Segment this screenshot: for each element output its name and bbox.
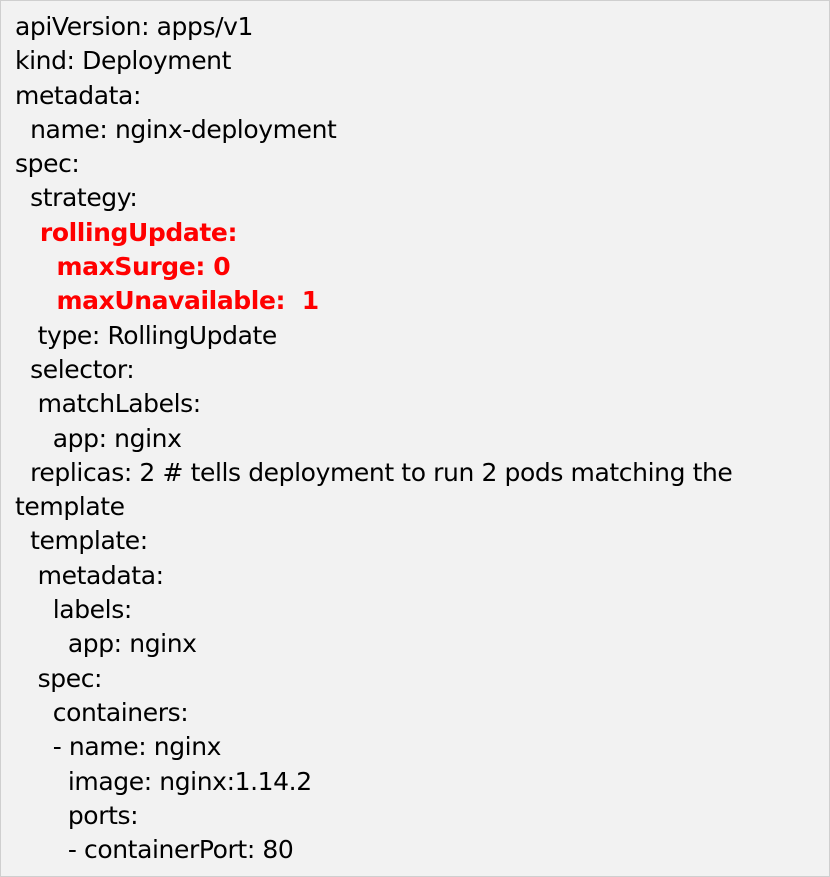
code-line-ports: ports:	[15, 800, 139, 830]
code-line-labels-app: app: nginx	[15, 629, 197, 659]
code-line-match-labels: matchLabels:	[15, 389, 202, 419]
code-line-container-image: image: nginx:1.14.2	[15, 766, 312, 796]
code-line-selector: selector:	[15, 354, 135, 384]
code-line-kind: kind: Deployment	[15, 46, 232, 76]
code-line-strategy: strategy:	[15, 183, 138, 213]
code-line-strategy-type: type: RollingUpdate	[15, 320, 278, 350]
code-line-template-metadata: metadata:	[15, 560, 164, 590]
code-line-replicas: replicas: 2 # tells deployment to run 2 …	[15, 457, 733, 487]
code-line-selector-app: app: nginx	[15, 423, 182, 453]
code-line-spec: spec:	[15, 149, 80, 179]
code-line-name: name: nginx-deployment	[15, 114, 337, 144]
code-line-max-surge-highlight: maxSurge: 0	[15, 252, 231, 282]
code-line-metadata: metadata:	[15, 80, 141, 110]
code-line-container-name: - name: nginx	[15, 732, 222, 762]
code-line-api-version: apiVersion: apps/v1	[15, 12, 254, 41]
code-line-labels: labels:	[15, 595, 133, 625]
code-line-rolling-update-highlight: rollingUpdate:	[15, 217, 238, 247]
code-line-template-spec: spec:	[15, 663, 103, 693]
code-line-max-unavailable-highlight: maxUnavailable: 1	[15, 286, 320, 316]
code-line-template: template:	[15, 526, 148, 556]
code-line-container-port: - containerPort: 80	[15, 835, 294, 865]
code-line-containers: containers:	[15, 697, 189, 727]
code-line-replicas-wrap: template	[15, 492, 125, 522]
